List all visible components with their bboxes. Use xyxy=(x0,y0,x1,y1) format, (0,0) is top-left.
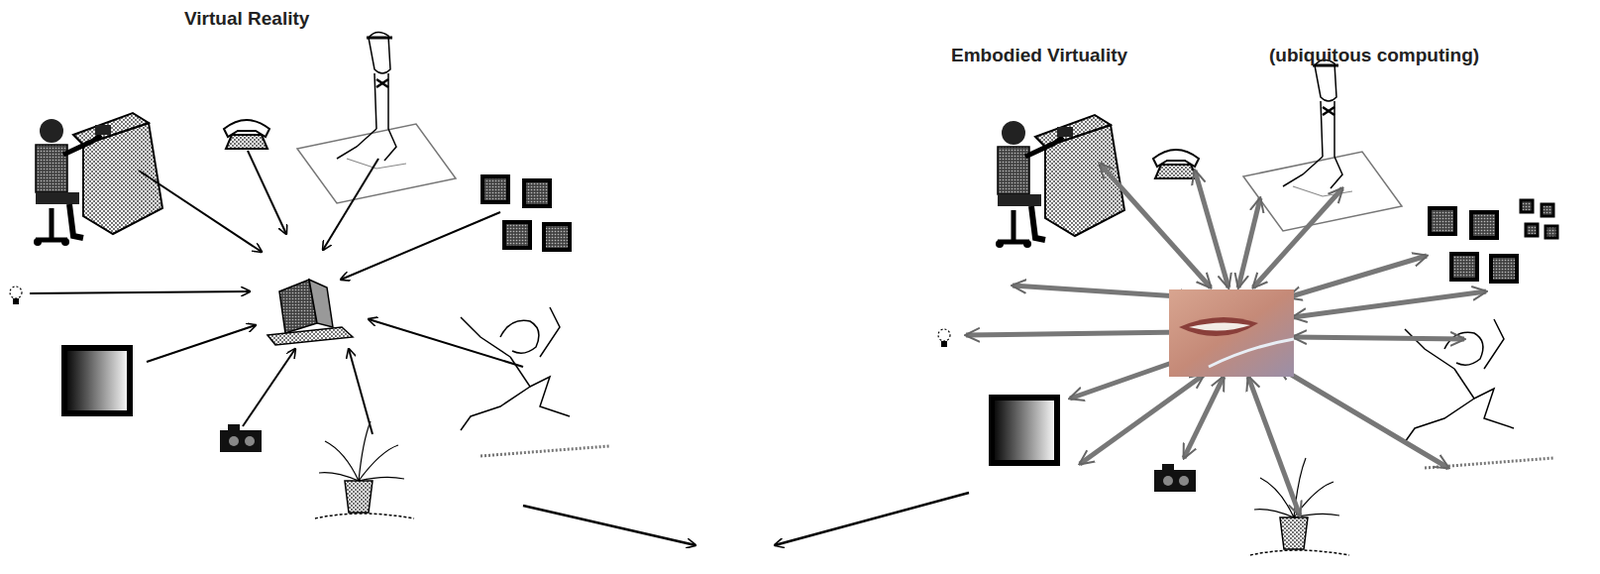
deskman-clipart xyxy=(297,31,456,204)
squares-clipart xyxy=(1429,208,1517,282)
small-squares xyxy=(1520,200,1558,238)
mouth-photo xyxy=(1169,289,1294,377)
runner-clipart xyxy=(1404,319,1554,468)
deskman-clipart xyxy=(1243,59,1402,231)
phone-clipart xyxy=(1153,149,1199,179)
input-arrows xyxy=(29,150,524,434)
panel-heading: Embodied Virtuality xyxy=(951,44,1128,67)
plant-clipart xyxy=(315,421,415,519)
converging-arrows xyxy=(523,492,969,545)
computer-icon xyxy=(267,279,353,345)
gradient-square xyxy=(991,397,1058,463)
ev-panel xyxy=(938,59,1558,555)
panel-heading: Virtual Reality xyxy=(184,7,310,30)
bulb-clipart xyxy=(938,328,951,347)
plant-clipart xyxy=(1250,457,1350,555)
camera-clipart xyxy=(1154,463,1196,492)
drafter-clipart xyxy=(995,114,1125,248)
drafter-clipart xyxy=(33,112,163,246)
ubiquitous-arrows xyxy=(965,163,1487,516)
panel-heading: (ubiquitous computing) xyxy=(1269,44,1480,67)
gradient-square xyxy=(64,347,130,414)
camera-clipart xyxy=(219,424,262,452)
vr-panel xyxy=(9,31,610,519)
runner-clipart xyxy=(460,307,610,456)
phone-clipart xyxy=(223,119,270,149)
bulb-clipart xyxy=(9,286,22,305)
